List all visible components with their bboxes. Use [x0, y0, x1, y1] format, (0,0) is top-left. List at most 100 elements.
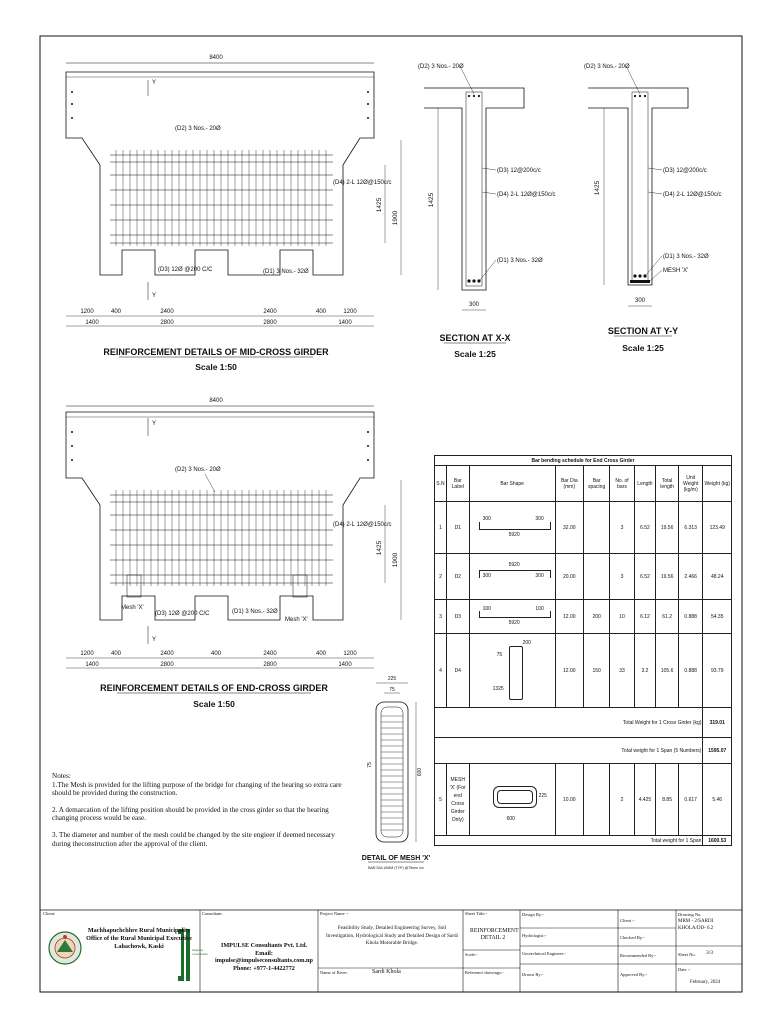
yy-title: SECTION AT Y-Y [608, 326, 678, 336]
table-row: 1 D1 300 300 5920 32.00 3 6.52 19.56 6.3… [434, 501, 732, 554]
sheet-border [39, 35, 743, 993]
mid-dim-top-4: 400 [316, 309, 327, 315]
recommended-label: Recommended By:- [620, 953, 657, 958]
mid-overall-dim: 8400 [209, 55, 223, 61]
end-dim-bot-1: 2800 [160, 662, 174, 668]
end-dim-1425: 1425 [376, 540, 383, 555]
yy-label-d1: (D1) 3 Nos.- 32Ø [663, 254, 709, 260]
end-dim-top-1: 400 [111, 651, 122, 657]
drawn-label: Drawn By:- [522, 972, 544, 977]
sheet-title: REINFORCEMENT DETAIL 2 [470, 928, 519, 941]
client2-label: Client :- [620, 918, 635, 923]
project-name: Feasibility Study, Detailed Engineering … [326, 925, 458, 946]
consultant-label: Consultant: [202, 911, 223, 916]
col-unit: Unit Weight (kg/m) [677, 465, 704, 502]
mid-dim-bot-1: 2800 [160, 320, 174, 326]
design-label: Design By:- [522, 912, 544, 917]
col-dia: Bar Dia (mm) [554, 465, 584, 502]
end-dim-bot-3: 1400 [338, 662, 352, 668]
reference-label: Reference drawings:- [465, 970, 504, 975]
col-total: Total length [655, 465, 679, 502]
mid-dim-bot-2: 2800 [263, 320, 277, 326]
client-logo-icon [48, 931, 82, 965]
notes-heading: Notes: [52, 772, 71, 780]
river-name: Sardi Khola [372, 969, 401, 975]
xx-label-d2: (D2) 3 Nos.- 20Ø [418, 64, 464, 70]
col-shape: Bar Shape [468, 465, 556, 502]
mesh-dim-top: 225 [388, 676, 397, 682]
end-dim-top-6: 1200 [343, 651, 357, 657]
yy-label-mesh: MESH 'X' [663, 268, 688, 274]
client-name: Machhapuchchhre Rural Municipality Offic… [86, 927, 192, 950]
note-1: 1.The Mesh is provided for the lifting p… [52, 780, 342, 798]
sheet-title-label: Sheet Title:- [465, 911, 488, 916]
mid-dim-top-3: 2400 [263, 309, 277, 315]
mid-dim-1900: 1900 [392, 210, 399, 225]
end-cross-girder: 8400 Y Y (D2) 3 Nos.- 20Ø (D4) 2-L 12Ø@1… [65, 398, 402, 709]
mid-scale: Scale 1:50 [195, 362, 237, 372]
col-weight: Weight (kg) [702, 465, 732, 502]
mid-label-d1: (D1) 3 Nos.- 32Ø [263, 269, 309, 275]
col-spacing: Bar spacing [582, 465, 611, 502]
mid-dim-top-1: 400 [111, 309, 122, 315]
checked-label: Checked By:- [620, 935, 645, 940]
mid-label-d4: (D4) 2-L 12Ø@150c/c [333, 180, 392, 186]
end-label-d3: (D3) 12Ø @200 C/C [155, 611, 210, 617]
mid-dim-top-0: 1200 [80, 309, 94, 315]
drawing-no-label: Drawing No. [678, 912, 702, 917]
notes: Notes: 1.The Mesh is provided for the li… [52, 772, 342, 856]
end-section-y-top: Y [152, 421, 156, 427]
xx-scale: Scale 1:25 [454, 349, 496, 359]
mid-label-d2: (D2) 3 Nos.- 20Ø [175, 126, 221, 132]
grand-total-row: Total weight for 1 Span 1600.53 [433, 835, 732, 846]
end-dim-bot-0: 1400 [85, 662, 99, 668]
shape-d1: 300 300 5920 [468, 501, 556, 554]
end-girder-outline [65, 411, 375, 621]
xx-width: 300 [469, 302, 480, 308]
mid-dim-top-2: 2400 [160, 309, 174, 315]
note-2: 2. A demarcation of the lifting position… [52, 805, 329, 823]
mid-girder-outline [65, 71, 375, 276]
mid-dim-top-5: 1200 [343, 309, 357, 315]
mesh-detail: 225 75 600 75 DETAIL OF MESH 'X' BAR DIA… [362, 676, 431, 870]
table-row: 3 D3 100 100 5920 12.00 200 10 6.12 61.2… [434, 599, 732, 634]
bar-bending-schedule: Bar bending schedule for End Cross Girde… [433, 455, 732, 846]
titleblock-grid [199, 910, 742, 992]
consultant-logo-text: impulse consultants [192, 948, 208, 956]
end-title: REINFORCEMENT DETAILS OF END-CROSS GIRDE… [100, 683, 328, 693]
mid-title: REINFORCEMENT DETAILS OF MID-CROSS GIRDE… [103, 347, 329, 357]
yy-label-d2: (D2) 3 Nos.- 20Ø [584, 64, 630, 70]
xx-title: SECTION AT X-X [439, 333, 510, 343]
mesh-dim-inner: 75 [389, 687, 395, 693]
end-overall-dim: 8400 [209, 398, 223, 404]
xx-depth: 1425 [428, 192, 435, 207]
total-girder-row: Total Weight for 1 Cross Girder (kg) 319… [433, 707, 732, 738]
xx-label-d4: (D4) 2-L 12Ø@150c/c [497, 192, 556, 198]
end-label-d2: (D2) 3 Nos.- 20Ø [175, 467, 221, 473]
river-label: Name of River: [320, 970, 348, 975]
end-label-mesh-right: Mesh 'X' [285, 617, 308, 623]
client-label: Client: [43, 911, 56, 916]
end-label-mesh-left: Mesh 'X' [121, 605, 144, 611]
end-scale: Scale 1:50 [193, 699, 235, 709]
shape-d3: 100 100 5920 [468, 599, 556, 634]
consultant-info: IMPULSE Consultants Pvt. Ltd. Email: imp… [215, 942, 313, 972]
mesh-subtitle: BAR DIA 10MM (TYP) @75mm c/c [368, 866, 424, 870]
end-dim-top-3: 400 [211, 651, 222, 657]
mid-dim-bot-0: 1400 [85, 320, 99, 326]
schedule-header-row: S.N Bar Label Bar Shape Bar Dia (mm) Bar… [434, 465, 732, 502]
mesh-title: DETAIL OF MESH 'X' [362, 855, 431, 862]
col-length: Length [633, 465, 657, 502]
geotech-label: Geotechnical Engineer:- [522, 951, 566, 956]
sheet-no-label: Sheet No. [678, 952, 696, 957]
shape-mesh: 225 600 [468, 763, 556, 836]
date-label: Date :- [678, 967, 691, 972]
col-label: Bar Label [445, 465, 470, 502]
project-label: Project Name :- [320, 911, 349, 916]
approved-label: Approved By:- [620, 972, 648, 977]
end-section-y-bottom: Y [152, 637, 156, 643]
sheet-no: 3/3 [706, 950, 714, 956]
yy-scale: Scale 1:25 [622, 343, 664, 353]
yy-width: 300 [635, 298, 646, 304]
col-nos: No. of bars [609, 465, 635, 502]
